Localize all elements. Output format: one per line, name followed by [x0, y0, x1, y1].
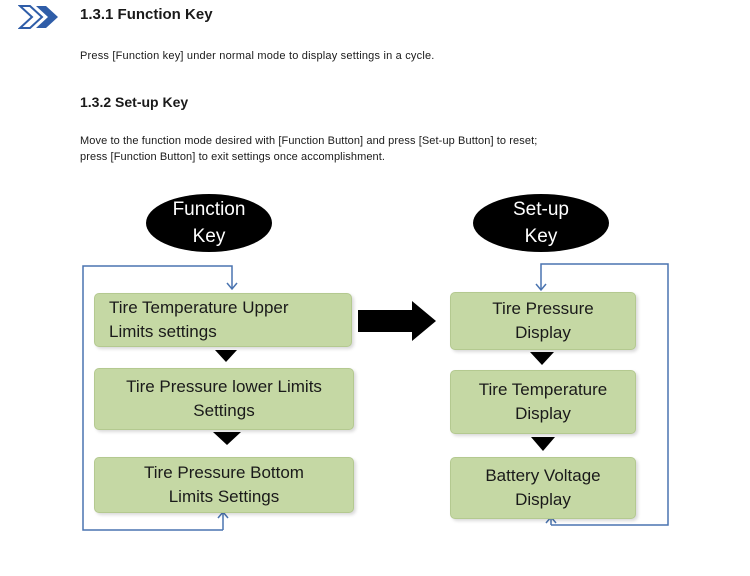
- right-box-1-line2: Display: [515, 323, 571, 342]
- left-box-2-line1: Tire Pressure lower Limits: [126, 377, 322, 396]
- setup-key-description-line1: Move to the function mode desired with […: [80, 135, 538, 147]
- left-box-temp-upper: Tire Temperature Upper Limits settings: [94, 293, 352, 347]
- function-key-description: Press [Function key] under normal mode t…: [80, 50, 435, 62]
- left-box-1-line1: Tire Temperature Upper: [109, 298, 289, 317]
- right-loop-arrowhead-down: [535, 283, 547, 292]
- left-box-pressure-bottom: Tire Pressure Bottom Limits Settings: [94, 457, 354, 513]
- left-box-3-line1: Tire Pressure Bottom: [144, 463, 304, 482]
- right-box-1-line1: Tire Pressure: [492, 299, 594, 318]
- right-box-2-line1: Tire Temperature: [478, 380, 608, 399]
- right-box-temperature-display: Tire Temperature Display: [450, 370, 636, 434]
- left-loop-arrowhead-down: [226, 282, 238, 291]
- right-box-battery-display: Battery Voltage Display: [450, 457, 636, 519]
- left-box-pressure-lower: Tire Pressure lower Limits Settings: [94, 368, 354, 430]
- left-box-1-line2: Limits settings: [109, 322, 217, 341]
- right-loop-line: [540, 263, 669, 526]
- left-box-3-line2: Limits Settings: [168, 487, 280, 506]
- setup-key-ellipse: Set-up Key: [473, 194, 609, 252]
- section-heading-function-key: 1.3.1 Function Key: [80, 6, 213, 23]
- function-key-label-line2: Key: [192, 226, 226, 247]
- setup-key-description: Move to the function mode desired with […: [80, 133, 720, 165]
- left-box-2-line2: Settings: [193, 401, 255, 420]
- right-down-triangle-1: [530, 352, 554, 365]
- section-heading-setup-key: 1.3.2 Set-up Key: [80, 94, 189, 110]
- function-key-ellipse: Function Key: [146, 194, 272, 252]
- right-box-pressure-display: Tire Pressure Display: [450, 292, 636, 350]
- big-right-arrow: [358, 301, 436, 341]
- double-chevron-icon: [18, 5, 58, 29]
- setup-key-description-line2: press [Function Button] to exit settings…: [80, 151, 386, 163]
- right-box-2-line2: Display: [515, 404, 571, 423]
- function-key-label-line1: Function: [172, 199, 246, 220]
- left-loop-line: [82, 265, 233, 531]
- right-box-3-line1: Battery Voltage: [485, 466, 601, 485]
- left-down-triangle-1: [215, 350, 237, 362]
- setup-key-label-line2: Key: [524, 226, 558, 247]
- setup-key-label-line1: Set-up: [513, 199, 569, 220]
- right-down-triangle-2: [531, 437, 555, 451]
- right-box-3-line2: Display: [515, 490, 571, 509]
- left-down-triangle-2: [213, 432, 241, 445]
